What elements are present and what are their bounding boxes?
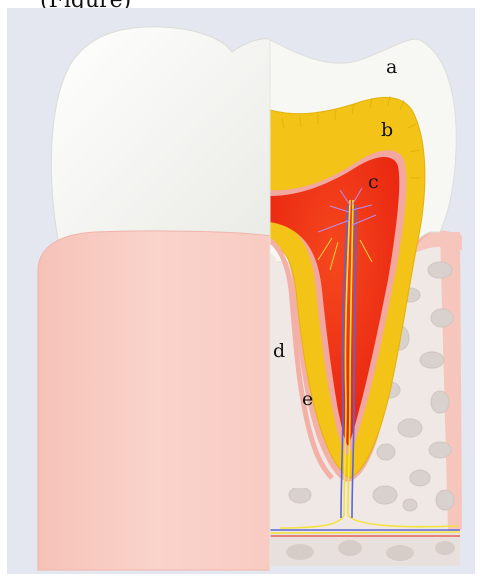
label-a: a [386, 56, 397, 78]
label-b: b [381, 119, 393, 141]
gum-exterior [38, 231, 275, 570]
crown-exterior [51, 27, 275, 260]
label-c: c [368, 171, 379, 193]
label-d: d [273, 340, 285, 362]
label-e: e [302, 388, 313, 410]
